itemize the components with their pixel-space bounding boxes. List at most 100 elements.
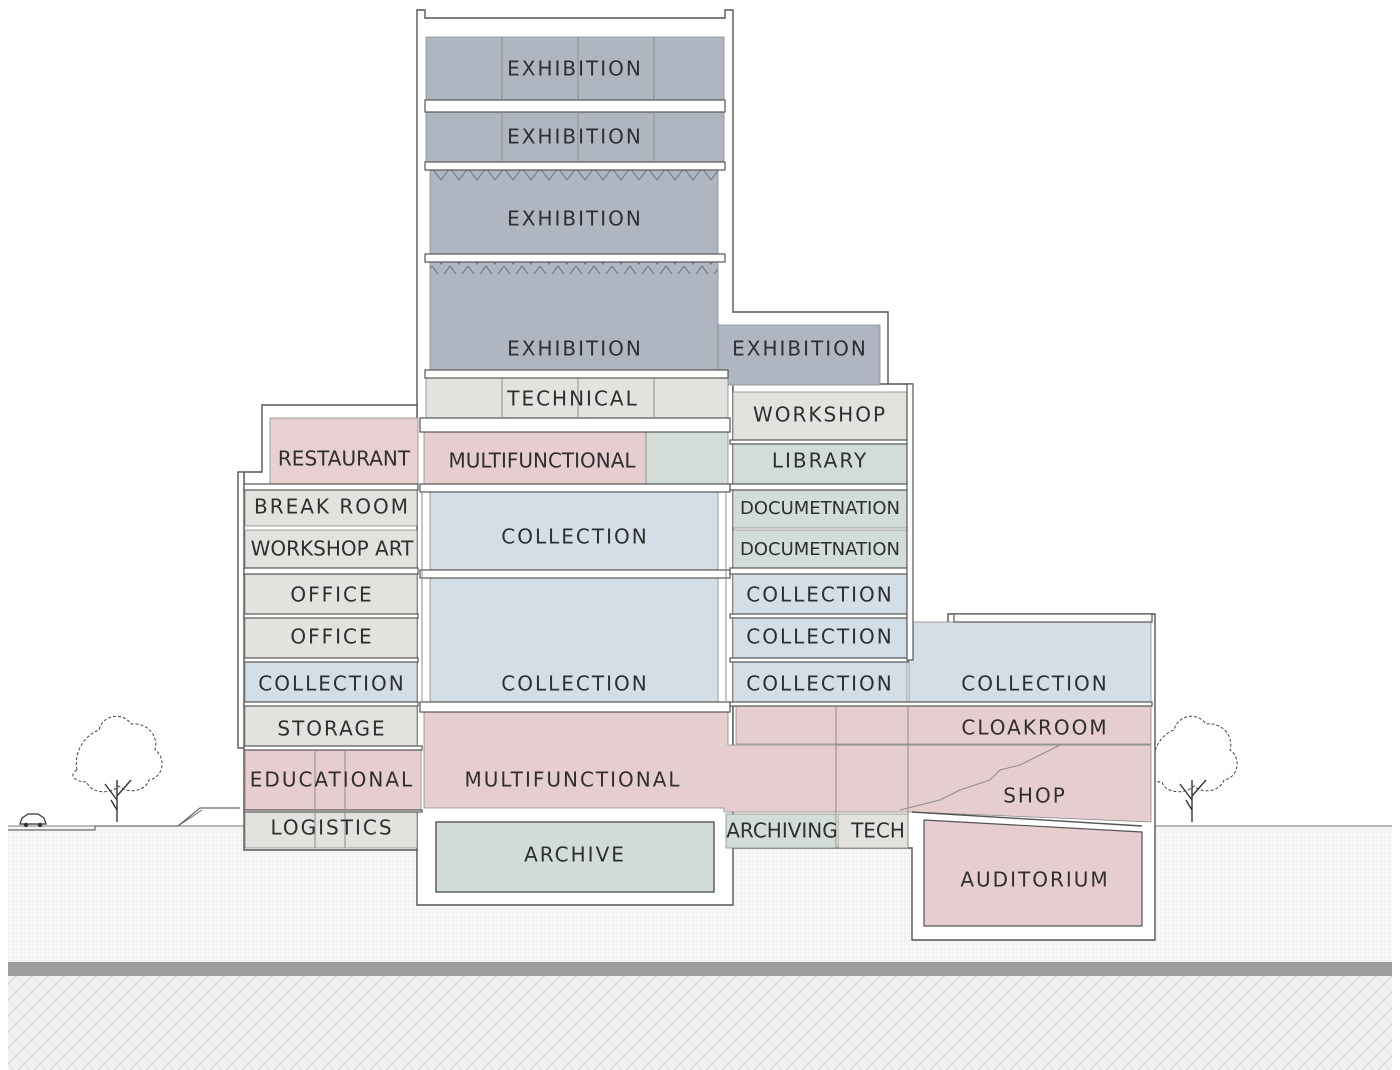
slab xyxy=(424,369,729,379)
multifunctional-room xyxy=(645,431,729,485)
office-room xyxy=(244,573,418,615)
cloakroom-room xyxy=(735,705,1152,745)
label-collection: COLLECTION xyxy=(746,672,893,696)
slab xyxy=(243,483,419,491)
label-documentation: DOCUMETNATION xyxy=(740,498,900,519)
label-multifunctional: MULTIFUNCTIONAL xyxy=(464,768,681,792)
label-workshop-art: WORKSHOP ART xyxy=(251,537,415,561)
exhibition-room xyxy=(429,261,719,371)
slab xyxy=(243,809,423,813)
slab xyxy=(419,417,731,433)
slab xyxy=(729,439,909,445)
logistics-room xyxy=(244,811,418,849)
label-logistics: LOGISTICS xyxy=(270,816,393,840)
slab xyxy=(243,567,419,575)
label-office: OFFICE xyxy=(290,625,373,649)
slab xyxy=(729,567,909,575)
documentation-room xyxy=(732,489,908,529)
bedrock-hatch xyxy=(8,976,1392,1070)
slab xyxy=(424,99,726,113)
label-archive: ARCHIVE xyxy=(524,843,626,867)
collection-room xyxy=(429,491,719,571)
multifunctional-room xyxy=(423,431,647,485)
label-technical: TECHNICAL xyxy=(506,387,639,411)
exhibition-room xyxy=(429,169,719,255)
slab xyxy=(419,483,731,493)
tree-icon xyxy=(1148,715,1238,822)
slab xyxy=(953,613,1153,623)
label-collection: COLLECTION xyxy=(501,672,648,696)
auditorium-room xyxy=(923,819,1143,927)
label-collection: COLLECTION xyxy=(501,525,648,549)
label-archiving: ARCHIVING xyxy=(726,819,838,843)
label-collection: COLLECTION xyxy=(746,625,893,649)
room-fills xyxy=(244,36,1152,927)
slab xyxy=(424,253,726,263)
library-room xyxy=(732,443,908,485)
tech-room xyxy=(837,813,909,849)
slab xyxy=(729,483,909,491)
slab xyxy=(243,613,419,619)
break-room xyxy=(244,489,418,527)
label-cloakroom: CLOAKROOM xyxy=(961,716,1108,740)
label-break-room: BREAK ROOM xyxy=(254,495,410,519)
slab xyxy=(729,657,909,663)
office-room xyxy=(244,617,418,659)
label-documentation: DOCUMETNATION xyxy=(740,539,900,560)
slab xyxy=(906,383,914,661)
slab xyxy=(419,569,731,579)
exhibition-room xyxy=(425,111,725,163)
collection-room xyxy=(429,577,719,703)
terrace xyxy=(8,807,240,831)
label-storage: STORAGE xyxy=(277,717,386,741)
technical-room xyxy=(425,377,729,419)
collection-room xyxy=(908,621,1152,703)
room-labels: EXHIBITION EXHIBITION EXHIBITION EXHIBIT… xyxy=(250,57,1109,892)
label-exhibition: EXHIBITION xyxy=(507,337,643,361)
label-collection: COLLECTION xyxy=(961,672,1108,696)
label-shop: SHOP xyxy=(1003,784,1067,808)
label-office: OFFICE xyxy=(290,583,373,607)
slab xyxy=(243,701,419,707)
exhibition-room xyxy=(717,324,881,386)
label-workshop: WORKSHOP xyxy=(753,403,887,427)
restaurant-room xyxy=(269,417,419,485)
roof-truss xyxy=(430,262,718,274)
interior-lines xyxy=(314,37,1151,848)
label-exhibition: EXHIBITION xyxy=(732,337,868,361)
roof-truss xyxy=(430,170,718,182)
slab xyxy=(729,613,909,619)
exhibition-room xyxy=(425,36,725,101)
label-restaurant: RESTAURANT xyxy=(278,447,411,471)
archive-room xyxy=(435,821,715,893)
label-educational: EDUCATIONAL xyxy=(250,768,414,792)
educational-room xyxy=(244,749,422,811)
archiving-room xyxy=(725,813,837,849)
label-collection: COLLECTION xyxy=(258,672,405,696)
slab xyxy=(243,657,419,663)
workshop-art-room xyxy=(244,529,418,569)
label-multifunctional: MULTIFUNCTIONAL xyxy=(448,449,636,473)
label-exhibition: EXHIBITION xyxy=(507,207,643,231)
left-facade xyxy=(237,471,245,749)
car-icon xyxy=(19,813,47,828)
label-library: LIBRARY xyxy=(772,449,868,473)
steps xyxy=(177,809,203,827)
label-collection: COLLECTION xyxy=(746,583,893,607)
storage-room xyxy=(244,705,418,747)
tree-icon xyxy=(72,715,163,822)
slab xyxy=(243,745,423,751)
multifunctional-room xyxy=(423,711,1152,823)
slab xyxy=(424,161,726,171)
floor-slabs xyxy=(243,99,1153,813)
slab xyxy=(729,701,1153,707)
label-exhibition: EXHIBITION xyxy=(507,57,643,81)
slab xyxy=(419,701,731,713)
label-tech: TECH xyxy=(850,819,905,843)
label-auditorium: AUDITORIUM xyxy=(960,868,1109,892)
workshop-room xyxy=(732,391,908,441)
ground-band xyxy=(8,962,1392,976)
documentation-room xyxy=(732,529,908,569)
label-exhibition: EXHIBITION xyxy=(507,125,643,149)
